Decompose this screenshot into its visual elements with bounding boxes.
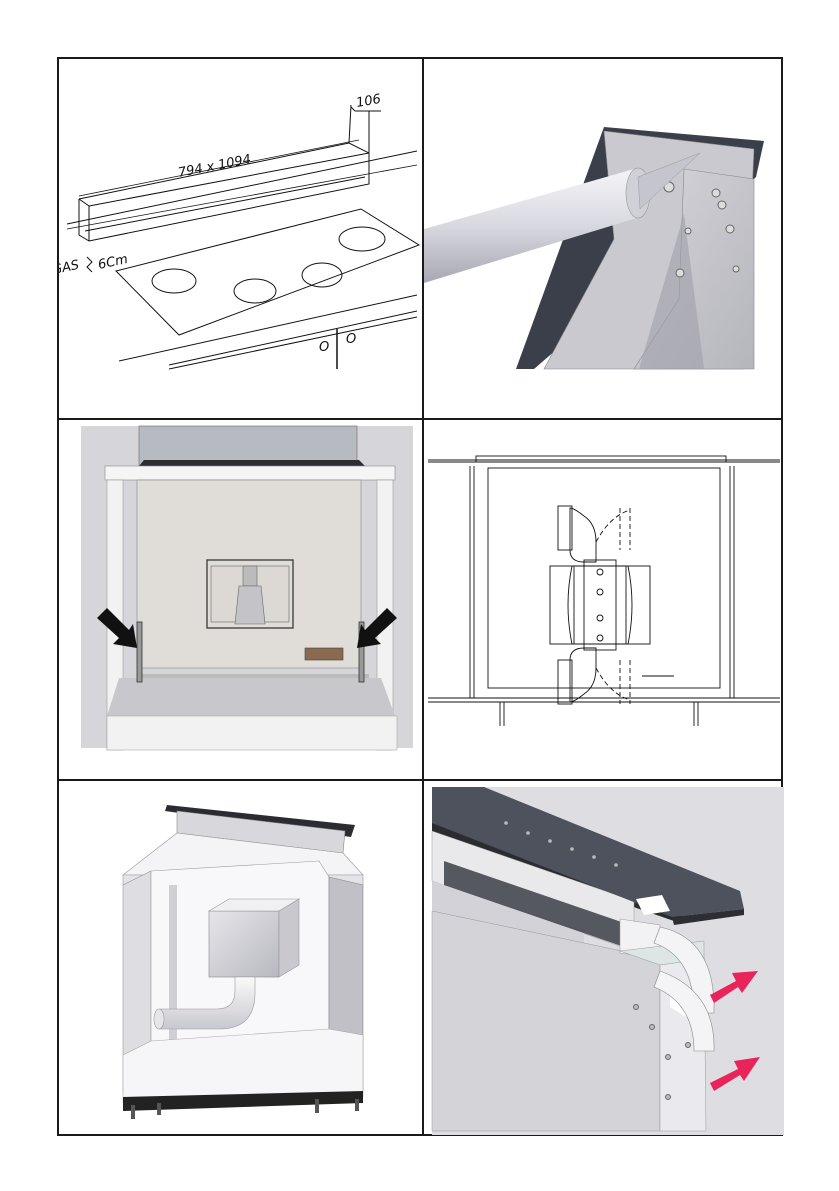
outlet-drawing (424, 781, 785, 1139)
figure-grid: 794 x 1094 106 GAS 6Cm O O (57, 57, 783, 1136)
burner-4 (339, 227, 385, 251)
fan-line-drawing (424, 420, 785, 778)
duct-elbow-bottom (570, 648, 596, 702)
knob-label-left: O (319, 340, 329, 355)
panel-outlet-arrows (424, 781, 785, 1139)
fan-body (550, 566, 650, 644)
leg-left (137, 622, 142, 682)
panel-cabinet-duct (59, 781, 420, 1139)
burner-1 (152, 269, 196, 293)
panel-fan-diagram (424, 420, 785, 778)
burner-3 (302, 263, 342, 287)
panel-sealant-application (424, 59, 785, 417)
gas-label: GAS (59, 258, 81, 278)
control-box (305, 648, 343, 660)
cabinet-duct-drawing (59, 781, 420, 1139)
sealant-drawing (424, 59, 785, 417)
cabinet-front-drawing (59, 420, 420, 778)
gap-label: 6Cm (97, 252, 129, 273)
dimension-main-label: 794 x 1094 (177, 152, 252, 181)
cutout-drawing: 794 x 1094 106 GAS 6Cm O O (59, 59, 420, 417)
burner-2 (234, 279, 276, 303)
fan-box (209, 911, 279, 977)
panel-cabinet-front (59, 420, 420, 778)
panel-cutout-dimensions: 794 x 1094 106 GAS 6Cm O O (59, 59, 420, 417)
knob-label-right: O (346, 332, 356, 347)
duct-elbow-top (570, 508, 596, 562)
dimension-depth-label: 106 (355, 92, 382, 111)
